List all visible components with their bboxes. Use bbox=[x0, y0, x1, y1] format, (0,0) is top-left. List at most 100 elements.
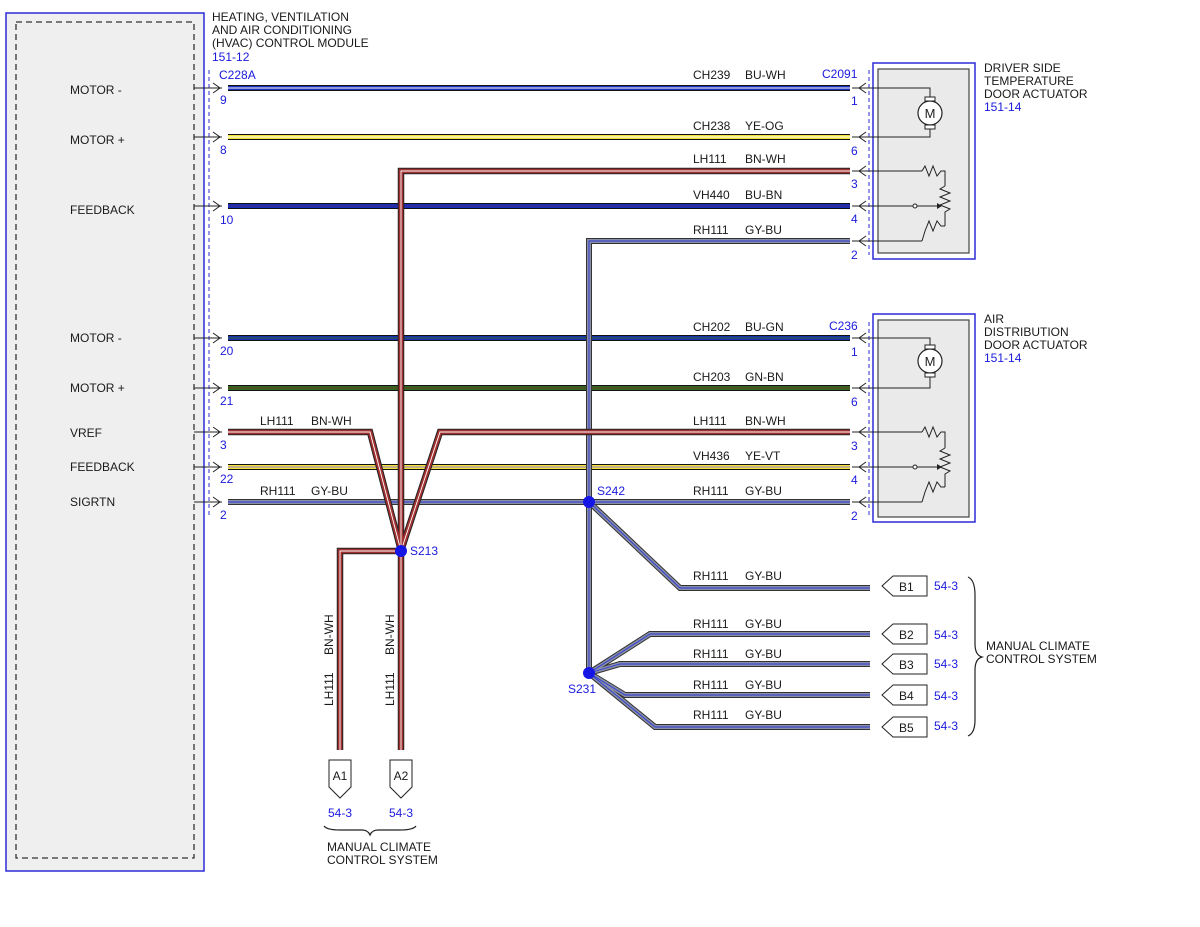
module-pin-label-motor-minus-2: MOTOR - bbox=[70, 331, 122, 345]
vertical-wire-labels: LH111 BN-WH LH111 BN-WH bbox=[322, 614, 397, 706]
module-title-line-2: AND AIR CONDITIONING bbox=[212, 23, 352, 37]
module-pin-label-sigrtn: SIGRTN bbox=[70, 495, 115, 509]
actuator-2-pin-6: 6 bbox=[851, 395, 858, 409]
wire-label-circuit: LH111 bbox=[260, 414, 294, 428]
module-pin-22: 22 bbox=[220, 472, 234, 486]
module-title-line-3: (HVAC) CONTROL MODULE bbox=[212, 36, 369, 50]
wire-label-circuit: VH440 bbox=[693, 188, 730, 202]
svg-text:M: M bbox=[925, 106, 936, 121]
actuator-2-title-line-2: DISTRIBUTION bbox=[984, 325, 1069, 339]
actuator-1-connector-id: C2091 bbox=[822, 67, 858, 81]
actuator-2-title-line-1: AIR bbox=[984, 312, 1004, 326]
module-ref: 151-12 bbox=[212, 50, 250, 64]
wire-label-color: BU-GN bbox=[745, 320, 784, 334]
actuator-1-title-line-1: DRIVER SIDE bbox=[984, 61, 1061, 75]
output-connector-id: A2 bbox=[394, 769, 409, 783]
actuator-2-pin-1: 1 bbox=[851, 345, 858, 359]
module-pin-label-motor-plus-2: MOTOR + bbox=[70, 381, 125, 395]
wire-label-circuit: CH239 bbox=[693, 68, 731, 82]
driver-side-temperature-door-actuator: DRIVER SIDE TEMPERATURE DOOR ACTUATOR 15… bbox=[822, 61, 1088, 262]
wire-label-color: GN-BN bbox=[745, 370, 784, 384]
curly-brace-icon bbox=[323, 825, 417, 837]
wire-label-circuit: RH111 bbox=[693, 647, 729, 661]
wire-label-color: BN-WH bbox=[745, 414, 786, 428]
output-connector-a2: A2 54-3 bbox=[389, 759, 413, 820]
actuator-1-ref: 151-14 bbox=[984, 100, 1022, 114]
actuator-2-inner-box bbox=[877, 319, 970, 518]
wire-label-color: GY-BU bbox=[745, 617, 782, 631]
output-connector-id: B5 bbox=[899, 721, 914, 735]
wire-labels: CH239 BU-WH CH238 YE-OG LH111 BN-WH VH44… bbox=[260, 68, 786, 722]
module-title-line-1: HEATING, VENTILATION bbox=[212, 10, 349, 24]
module-pin-10: 10 bbox=[220, 213, 234, 227]
module-pin-label-motor-minus-1: MOTOR - bbox=[70, 83, 122, 97]
wire-label-circuit: CH203 bbox=[693, 370, 731, 384]
module-pin-3: 3 bbox=[220, 438, 227, 452]
svg-text:M: M bbox=[925, 354, 936, 369]
splice-s213 bbox=[395, 545, 407, 557]
splice-s231 bbox=[583, 667, 595, 679]
output-connector-id: B1 bbox=[899, 580, 914, 594]
splice-s231-label: S231 bbox=[568, 682, 596, 696]
wire-label-color: GY-BU bbox=[745, 647, 782, 661]
output-connectors-b: B1 54-3 B2 54-3 B3 54-3 B4 54-3 B5 54-3 … bbox=[881, 575, 1097, 738]
output-connector-b2: B2 54-3 bbox=[881, 623, 958, 645]
system-label-line-2: CONTROL SYSTEM bbox=[327, 853, 438, 867]
actuator-1-pin-6: 6 bbox=[851, 144, 858, 158]
actuator-1-pin-1: 1 bbox=[851, 94, 858, 108]
actuator-1-pin-2: 2 bbox=[851, 248, 858, 262]
module-pin-20: 20 bbox=[220, 344, 234, 358]
actuator-1-title-line-3: DOOR ACTUATOR bbox=[984, 87, 1088, 101]
system-label-line-2: CONTROL SYSTEM bbox=[986, 652, 1097, 666]
output-connector-a1: A1 54-3 bbox=[328, 759, 352, 820]
wire-label-circuit: LH111 bbox=[322, 672, 336, 706]
module-pin-label-feedback-1: FEEDBACK bbox=[70, 203, 135, 217]
actuator-1-inner-box bbox=[877, 68, 970, 254]
wire-label-circuit: RH111 bbox=[693, 617, 729, 631]
module-connector-stubs bbox=[194, 82, 222, 508]
wire-label-circuit: RH111 bbox=[693, 223, 729, 237]
actuator-1-pin-3: 3 bbox=[851, 177, 858, 191]
actuator-2-ref: 151-14 bbox=[984, 351, 1022, 365]
air-distribution-door-actuator: AIR DISTRIBUTION DOOR ACTUATOR 151-14 C2… bbox=[829, 312, 1088, 523]
module-pin-label-feedback-2: FEEDBACK bbox=[70, 460, 135, 474]
module-pin-2: 2 bbox=[220, 508, 227, 522]
splice-s242-label: S242 bbox=[597, 484, 625, 498]
wire-label-color: BN-WH bbox=[745, 152, 786, 166]
wire-label-color: YE-VT bbox=[745, 449, 781, 463]
wire-label-color: GY-BU bbox=[745, 223, 782, 237]
curly-brace-icon bbox=[967, 576, 985, 737]
wire-label-circuit: CH202 bbox=[693, 320, 731, 334]
splice-s213-label: S213 bbox=[410, 544, 438, 558]
actuator-2-pin-3: 3 bbox=[851, 439, 858, 453]
actuator-2-connector-id: C236 bbox=[829, 319, 858, 333]
output-connector-id: A1 bbox=[333, 769, 348, 783]
wire-label-color: BN-WH bbox=[311, 414, 352, 428]
wire-label-color: GY-BU bbox=[745, 484, 782, 498]
wire-label-circuit: RH111 bbox=[693, 569, 729, 583]
output-connector-ref: 54-3 bbox=[934, 579, 958, 593]
output-connector-b3: B3 54-3 bbox=[881, 653, 958, 675]
output-connector-ref: 54-3 bbox=[934, 657, 958, 671]
actuator-1-pin-4: 4 bbox=[851, 212, 858, 226]
wire-label-color: BN-WH bbox=[383, 614, 397, 655]
wire-label-circuit: RH111 bbox=[693, 678, 729, 692]
output-connector-ref: 54-3 bbox=[328, 806, 352, 820]
output-connector-ref: 54-3 bbox=[934, 719, 958, 733]
output-connector-id: B4 bbox=[899, 689, 914, 703]
wire-lh111-group bbox=[228, 167, 850, 750]
module-inner-dashed-frame bbox=[15, 21, 195, 859]
output-connectors-a: A1 54-3 A2 54-3 MANUAL CLIMATE CONTROL S… bbox=[323, 759, 438, 867]
wire-label-circuit: LH111 bbox=[693, 152, 727, 166]
wire-label-circuit: VH436 bbox=[693, 449, 730, 463]
output-connector-b1: B1 54-3 bbox=[881, 575, 958, 597]
wire-label-circuit: RH111 bbox=[693, 708, 729, 722]
hvac-control-module: HEATING, VENTILATION AND AIR CONDITIONIN… bbox=[5, 10, 369, 872]
output-connector-ref: 54-3 bbox=[389, 806, 413, 820]
wire-label-color: YE-OG bbox=[745, 119, 784, 133]
module-pin-label-motor-plus-1: MOTOR + bbox=[70, 133, 125, 147]
output-connector-b4: B4 54-3 bbox=[881, 684, 958, 706]
wire-label-circuit: RH111 bbox=[260, 484, 296, 498]
module-pin-21: 21 bbox=[220, 394, 234, 408]
